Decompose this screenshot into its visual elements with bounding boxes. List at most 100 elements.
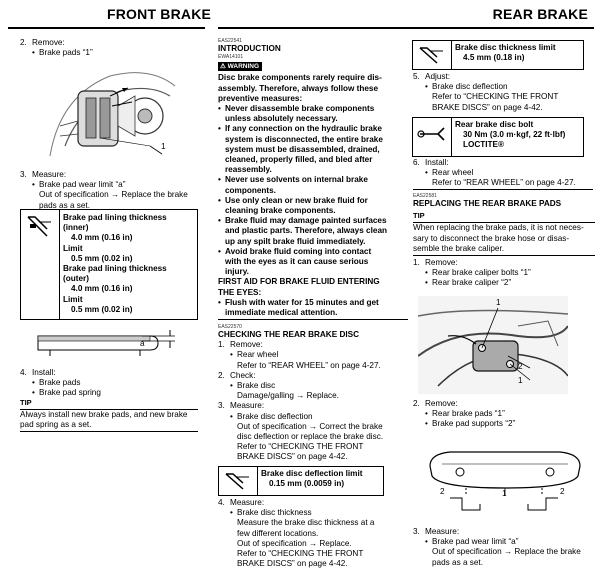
spec-label: (outer) [63,274,89,284]
spec-note: Measure the brake disc thickness at a [237,518,375,528]
spec-note: BRAKE DISCS” on page 4-42. [237,559,348,569]
pad-thickness-spec-box: Brake pad lining thickness (inner) 4.0 m… [20,209,198,320]
list-item: Brake pads “1” [39,48,93,58]
spec-label: Brake disc deflection limit [261,469,363,478]
list-item: Brake pad spring [39,388,101,398]
tip-text: sary to disconnect the brake hose or dis… [413,233,570,243]
list-item: Brake disc deflection [237,411,313,421]
spec-value: LOCTITE® [463,140,505,150]
spec-note: few different locations. [237,528,319,538]
caliper-gauge-icon [21,210,60,319]
fig4-callout-2b: 2 [560,487,565,496]
spec-note: Refer to “CHECKING THE FRONT [237,549,364,559]
disc-thickness-spec-box: Brake disc thickness limit 4.5 mm (0.18 … [412,40,584,70]
section-code: EAS22581 [413,193,437,199]
warning-item: cleaned, properly filled, and bled after [225,155,373,165]
spec-label: Brake pad lining thickness [63,213,167,222]
spec-value: 0.5 mm (0.02 in) [71,304,133,314]
tip-text: semble the brake caliper. [413,243,505,253]
header-rule-right [218,27,594,29]
caliper-gauge-icon [413,41,452,69]
col3-step-r3: 3.Measure: •Brake pad wear limit “a” Out… [413,527,595,568]
section-title: INTRODUCTION [218,44,281,53]
step-label: Measure: [32,170,67,179]
front-caliper-figure [40,66,180,164]
reference-text: Refer to “REAR WHEEL” on page 4-27. [432,178,576,188]
tip-label: TIP [413,211,425,221]
step-number: 6. [413,158,420,167]
list-item: Rear brake caliper bolts “1” [432,268,531,278]
step-number: 4. [218,498,225,507]
warning-item: cleaning brake components. [225,206,336,216]
list-item: Rear brake caliper “2” [432,278,512,288]
check-text: Damage/galling → Replace. [237,391,339,401]
step-number: 2. [218,370,225,380]
page-header-left: FRONT BRAKE [107,6,212,22]
caliper-gauge-icon [219,467,258,495]
list-item: Brake disc [237,381,276,391]
section-rule [413,189,593,190]
warning-item: system is disconnected, the entire brake [225,134,383,144]
spec-note: pads as a set. [432,557,483,567]
section-title: REPLACING THE REAR BRAKE PADS [413,199,562,208]
warning-item: Use only clean or new brake fluid for [225,195,368,205]
disc-bolt-torque-spec-box: Rear brake disc bolt 30 Nm (3.0 m·kgf, 2… [412,117,584,157]
spec-label: Brake pad lining thickness [63,264,167,274]
pad-wear-figure [37,330,175,356]
first-aid-item: immediate medical attention. [225,308,338,318]
col3-replace-pads: EAS22581 REPLACING THE REAR BRAKE PADS T… [413,193,595,289]
step-number: 2. [413,399,420,408]
step-label: Install: [32,368,56,377]
list-item: Rear wheel [237,350,279,360]
list-item: Brake disc deflection [432,82,508,92]
list-item: Rear wheel [432,168,474,178]
spec-note: Out of specification → Replace. [237,538,352,548]
spec-label: Limit [63,243,83,253]
spec-value: 4.5 mm (0.18 in) [463,53,525,63]
spec-note: Out of specification → Replace the brake [39,190,188,200]
spec-value: 0.15 mm (0.0059 in) [269,479,345,489]
step-label: Measure: [425,527,460,536]
spec-value: 4.0 mm (0.16 in) [71,284,133,294]
col2-intro: EAS22541 INTRODUCTION EWA14101 ⚠ WARNING… [218,38,408,318]
col1-step2: 2.Remove: •Brake pads “1” [20,38,93,58]
col2-step4: 4.Measure: •Brake disc thickness Measure… [218,498,408,569]
spec-label: Rear brake disc bolt [455,120,534,129]
tip-end-rule [20,431,198,432]
step-label: Remove: [425,258,458,268]
first-aid-item: Flush with water for 15 minutes and get [225,297,379,307]
warning-item: If any connection on the hydraulic brake [225,124,382,134]
warning-item: components. [225,185,276,195]
fig3-callout-1b: 1 [518,376,523,385]
first-aid-heading: FIRST AID FOR BRAKE FLUID ENTERING [218,277,380,287]
step-label: Measure: [230,498,265,507]
warning-text: assembly. Therefore, always follow these [218,83,379,93]
tip-text: pad spring as a set. [20,420,92,430]
tip-label: TIP [20,398,32,407]
fig4-callout-1: 1 [502,489,507,498]
warning-code: EWA14101 [218,54,244,61]
list-item: Brake pad wear limit “a” [432,537,519,547]
fig4-callout-2a: 2 [440,487,445,496]
col1-step3: 3.Measure: •Brake pad wear limit “a” Out… [20,170,205,211]
spec-note: Refer to “CHECKING THE FRONT [237,442,364,452]
step-number: 3. [20,170,27,179]
fig1-callout-1: 1 [161,142,166,151]
tip-text: Always install new brake pads, and new b… [20,410,188,420]
col1-tip: TIP Always install new brake pads, and n… [20,398,198,431]
warning-triangle-icon: ⚠ [220,63,226,71]
spec-note: Out of specification → Replace the brake [432,547,581,557]
warning-label: WARNING [227,63,260,71]
torque-wrench-icon [413,118,452,156]
fig3-callout-2: 2 [518,362,523,371]
spec-label: (inner) [63,223,89,233]
warning-text: preventive measures: [218,93,303,103]
list-item: Brake pads [39,378,81,388]
step-number: 3. [413,527,420,536]
list-item: Rear brake pads “1” [432,409,505,419]
step-number: 3. [218,401,225,411]
step-label: Adjust: [425,72,451,81]
spec-value: 0.5 mm (0.02 in) [71,253,133,263]
warning-item: unless absolutely necessary. [225,114,338,124]
section-title: CHECKING THE REAR BRAKE DISC [218,330,360,339]
